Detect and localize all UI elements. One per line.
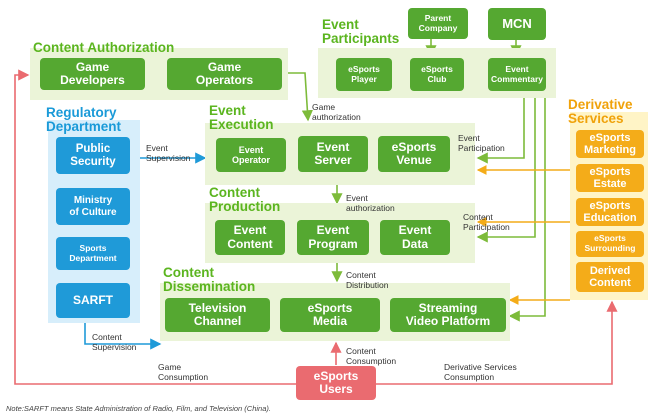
streaming-video-platform-box[interactable]: Streaming Video Platform [390,298,506,332]
esports-users-box[interactable]: eSports Users [296,366,376,400]
parent-company-box[interactable]: Parent Company [408,8,468,39]
mcn-box[interactable]: MCN [488,8,546,40]
event-authorization-label: Event authorization [346,193,395,213]
content-supervision-label: Content Supervision [92,332,137,352]
content-production-title: Content Production [209,185,281,214]
arrow-event-participation [476,98,525,164]
arrow-content-participation [476,98,536,243]
arrow-content-supervision [84,322,162,350]
regulatory-department-title: Regulatory Department [46,105,122,134]
esports-marketing-box[interactable]: eSports Marketing [576,130,644,158]
esports-estate-box[interactable]: eSports Estate [576,164,644,192]
footnote: Note:SARFT means State Administration of… [6,404,271,413]
derived-content-box[interactable]: Derived Content [576,262,644,292]
game-operators-box[interactable]: Game Operators [167,58,282,90]
derivative-services-consumption-label: Derivative Services Consumption [444,362,517,382]
event-participants-title: Event Participants [322,17,400,46]
content-participation-label: Content Participation [463,212,510,232]
event-commentary-box[interactable]: Event Commentary [488,58,546,91]
esports-surrounding-box[interactable]: eSports Surrounding [576,231,644,257]
public-security-box[interactable]: Public Security [56,137,130,174]
arrow-game-consumption [14,69,296,385]
event-content-box[interactable]: Event Content [215,220,285,255]
arrow-game-authorization [282,72,313,122]
game-developers-box[interactable]: Game Developers [40,58,145,90]
content-authorization-title: Content Authorization [33,40,175,55]
game-consumption-label: Game Consumption [158,362,209,382]
derivative-services-title: Derivative Services [568,97,633,126]
sarft-box[interactable]: SARFT [56,283,130,318]
event-execution-title: Event Execution [209,103,274,132]
ministry-of-culture-box[interactable]: Ministry of Culture [56,188,130,225]
event-supervision-label: Event Supervision [146,143,191,163]
event-server-box[interactable]: Event Server [298,136,368,172]
content-distribution-label: Content Distribution [346,270,389,290]
television-channel-box[interactable]: Television Channel [165,298,270,332]
event-participation-label: Event Participation [458,133,505,153]
arrow-derivative-consumption [376,300,618,385]
event-operator-box[interactable]: Event Operator [216,138,286,172]
esports-media-box[interactable]: eSports Media [280,298,380,332]
event-data-box[interactable]: Event Data [380,220,450,255]
esports-education-box[interactable]: eSports Education [576,198,644,226]
esports-player-box[interactable]: eSports Player [336,58,392,91]
content-consumption-label: Content Consumption [346,346,397,366]
game-authorization-label: Game authorization [312,102,361,122]
sports-department-box[interactable]: Sports Department [56,237,130,270]
arrow-participants-dissemination [508,98,546,322]
esports-venue-box[interactable]: eSports Venue [378,136,450,172]
content-dissemination-title: Content Dissemination [163,265,256,294]
esports-club-box[interactable]: eSports Club [410,58,464,91]
event-program-box[interactable]: Event Program [297,220,369,255]
